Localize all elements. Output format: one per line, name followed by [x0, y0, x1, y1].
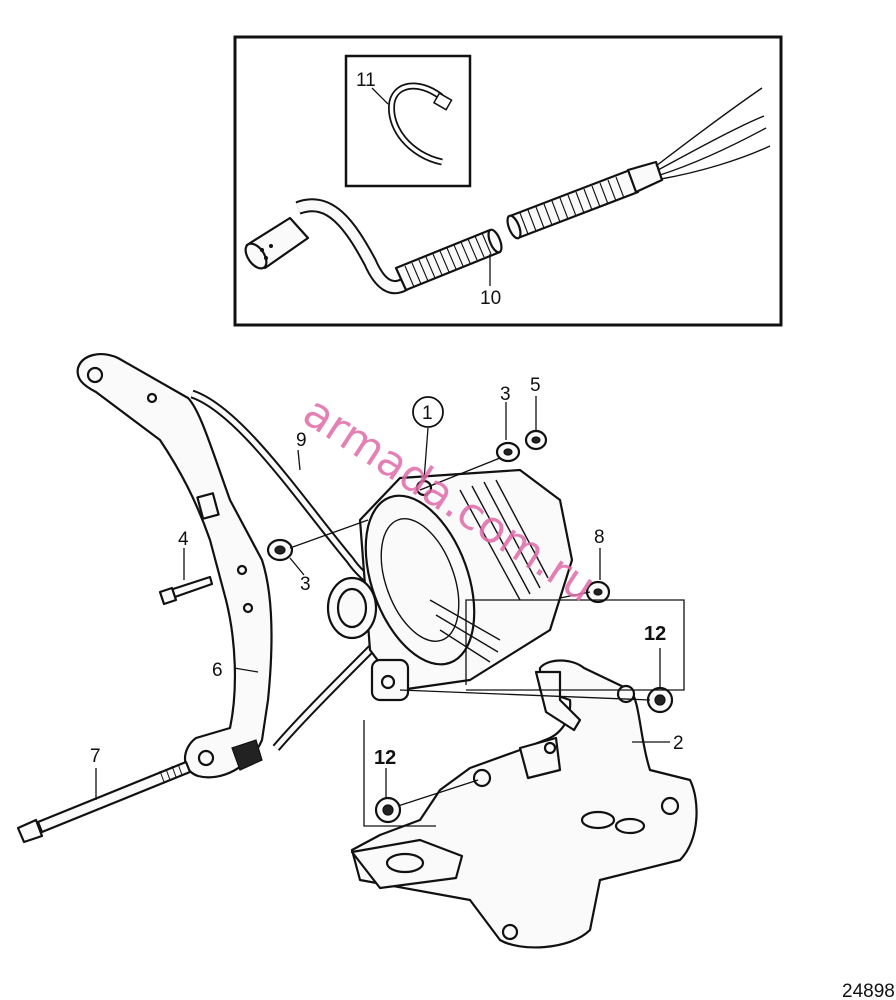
- nut-part-5: [524, 429, 548, 451]
- washer-part-12b: [374, 796, 402, 824]
- bracket-part: [76, 353, 273, 779]
- harness-inset: [233, 35, 783, 327]
- spacer-part-3b: [266, 538, 294, 562]
- callout-12-lower: 12: [374, 747, 396, 769]
- harness-wires: [655, 87, 771, 180]
- callout-1: 1: [422, 403, 433, 424]
- harness-connector: [244, 198, 409, 295]
- callout-6: 6: [212, 660, 223, 681]
- callout-10: 10: [480, 288, 501, 309]
- cable-tie-part: [388, 82, 453, 166]
- callout-7: 7: [90, 746, 101, 767]
- callout-11: 11: [356, 70, 376, 91]
- callout-3-upper: 3: [500, 384, 511, 405]
- corrugated-tube-left: [394, 228, 503, 292]
- drawing-number: 24898: [842, 981, 895, 1000]
- callout-2: 2: [673, 733, 684, 754]
- alternator-part: [326, 468, 574, 702]
- callout-12-upper: 12: [644, 623, 666, 645]
- callout-5: 5: [530, 375, 541, 396]
- bolt-part-4: [158, 575, 214, 606]
- support-bracket-part: [350, 659, 698, 949]
- corrugated-tube-right: [506, 160, 664, 240]
- callout-9: 9: [296, 430, 307, 451]
- assembly-lines: [289, 457, 685, 827]
- callout-circle-1: [412, 396, 444, 428]
- spacer-part-3a: [495, 441, 521, 463]
- nut-part-8: [585, 580, 611, 604]
- callout-3-lower: 3: [300, 574, 311, 595]
- bolt-part-7: [16, 760, 192, 844]
- callout-4: 4: [178, 529, 189, 550]
- leader-lines: [95, 87, 670, 800]
- washer-part-12a: [646, 686, 674, 714]
- callout-8: 8: [594, 527, 605, 548]
